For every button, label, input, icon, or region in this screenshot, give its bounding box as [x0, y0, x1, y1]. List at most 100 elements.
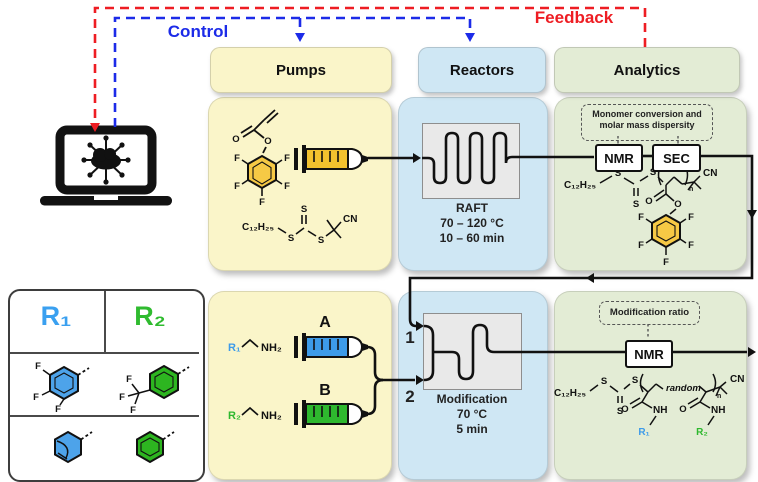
inlet-1-label: 1	[405, 328, 415, 347]
svg-text:O: O	[679, 404, 686, 415]
cloud-network-icon	[81, 135, 131, 185]
tube-a	[366, 345, 384, 382]
attachment-bond	[162, 431, 175, 441]
feedback-path	[93, 6, 647, 123]
svg-text:R₂: R₂	[228, 410, 241, 422]
inlet-2-label: 2	[405, 387, 415, 406]
monomer-conversion-note-line2: molar mass dispersity	[599, 120, 695, 130]
flow-lines	[366, 131, 754, 416]
amine-2-structure: R₂ NH₂	[228, 406, 282, 422]
monomer-syringe	[294, 145, 368, 173]
svg-text:F: F	[119, 392, 125, 403]
laptop-computer-icon	[40, 125, 172, 206]
amine-1-structure: R₁ NH₂	[228, 338, 282, 354]
laptop-base	[40, 196, 172, 206]
svg-text:F: F	[638, 240, 644, 251]
svg-text:S: S	[288, 233, 294, 244]
svg-text:S: S	[633, 199, 639, 210]
svg-text:F: F	[284, 181, 290, 192]
control-arrow-pumps	[465, 33, 475, 42]
substituent-legend	[8, 289, 205, 482]
legend-row-divider-1	[10, 352, 199, 354]
laptop-base-notch	[94, 196, 118, 200]
svg-text:S: S	[301, 204, 307, 215]
svg-text:C₁₂H₂₅: C₁₂H₂₅	[554, 388, 586, 399]
svg-text:O: O	[264, 136, 271, 147]
monomer-conversion-note: Monomer conversion and molar mass disper…	[581, 104, 713, 141]
svg-text:O: O	[232, 134, 239, 145]
svg-text:O: O	[645, 196, 652, 207]
pfp-ring-polymer	[651, 213, 681, 249]
control-arrow-reactors-0	[295, 33, 305, 42]
syringe-a-label: A	[319, 314, 331, 331]
raft-pumps-panel	[208, 97, 392, 271]
svg-text:C₁₂H₂₅: C₁₂H₂₅	[242, 222, 274, 233]
legend-column-divider	[104, 291, 106, 352]
svg-text:F: F	[35, 361, 41, 372]
svg-text:n: n	[717, 393, 721, 400]
monomer-structure: O O F F F F F	[232, 109, 290, 208]
raft-agent-structure: C₁₂H₂₅ S S S CN	[242, 204, 357, 246]
svg-text:O: O	[621, 404, 628, 415]
monomer-conversion-note-line1: Monomer conversion and	[592, 109, 702, 119]
svg-text:NH: NH	[653, 405, 667, 416]
modification-inlet-channel	[423, 324, 435, 382]
pumps-header: Pumps	[210, 47, 392, 93]
nmr-raft-label: NMR	[604, 150, 634, 166]
legend-r1-option-1: F F F	[33, 361, 90, 415]
svg-text:F: F	[33, 392, 39, 403]
legend-r1-header: R₁	[40, 301, 72, 331]
svg-text:F: F	[688, 240, 694, 251]
svg-text:S: S	[615, 168, 621, 179]
control-label: Control	[167, 22, 229, 41]
nmr-raft-box: NMR	[595, 144, 643, 172]
product-out-arrow	[748, 347, 756, 357]
attachment-bond	[77, 367, 90, 376]
modification-ratio-note: Modification ratio	[599, 301, 700, 325]
nmr-modification-box: NMR	[625, 340, 673, 368]
raft-reactor-caption: RAFT 70 – 120 °C 10 – 60 min	[410, 201, 534, 246]
modification-name: Modification	[436, 392, 508, 406]
svg-text:F: F	[284, 153, 290, 164]
svg-text:R₁: R₁	[638, 427, 649, 438]
sec-label: SEC	[663, 150, 690, 166]
legend-r1-option-2	[54, 430, 93, 464]
reactors-header: Reactors	[418, 47, 546, 93]
pfp-ring	[247, 154, 277, 190]
svg-text:R₂: R₂	[696, 427, 708, 438]
note-connectors	[617, 136, 679, 339]
svg-text:C₁₂H₂₅: C₁₂H₂₅	[564, 180, 596, 191]
modification-reactor-caption: Modification 70 °C 5 min	[410, 392, 534, 437]
legend-r2-option-1: F F F	[119, 364, 190, 416]
svg-text:S: S	[601, 376, 607, 387]
svg-text:F: F	[130, 405, 136, 416]
modification-mixing-tube	[433, 323, 520, 381]
feedback-label: Feedback	[534, 8, 614, 27]
svg-text:S: S	[318, 235, 324, 246]
svg-text:O: O	[674, 199, 681, 210]
svg-text:F: F	[234, 153, 240, 164]
raft-temperature: 70 – 120 °C	[440, 216, 504, 230]
svg-text:NH₂: NH₂	[261, 410, 282, 422]
svg-text:F: F	[234, 181, 240, 192]
control-path	[113, 16, 472, 127]
svg-text:random: random	[666, 383, 701, 394]
modified-polymer-structure: C₁₂H₂₅ S S S random n CN	[554, 373, 744, 438]
modification-temperature: 70 °C	[456, 407, 488, 421]
legend-r2-header: R₂	[134, 301, 166, 331]
nmr-modification-label: NMR	[634, 346, 664, 362]
raft-analytics-panel	[554, 97, 747, 271]
syringe-b	[294, 400, 368, 428]
svg-text:CN: CN	[703, 168, 717, 179]
attachment-bond	[80, 431, 93, 441]
svg-text:S: S	[632, 375, 638, 386]
svg-text:F: F	[688, 212, 694, 223]
raft-to-modification-line	[408, 154, 754, 328]
raft-inlet-arrow	[413, 153, 421, 163]
svg-text:CN: CN	[730, 374, 744, 385]
svg-text:F: F	[126, 374, 132, 385]
feedback-arrow-laptop	[90, 123, 100, 132]
legend-r2-option-2	[136, 430, 175, 464]
inlet-2-arrow	[416, 375, 424, 385]
